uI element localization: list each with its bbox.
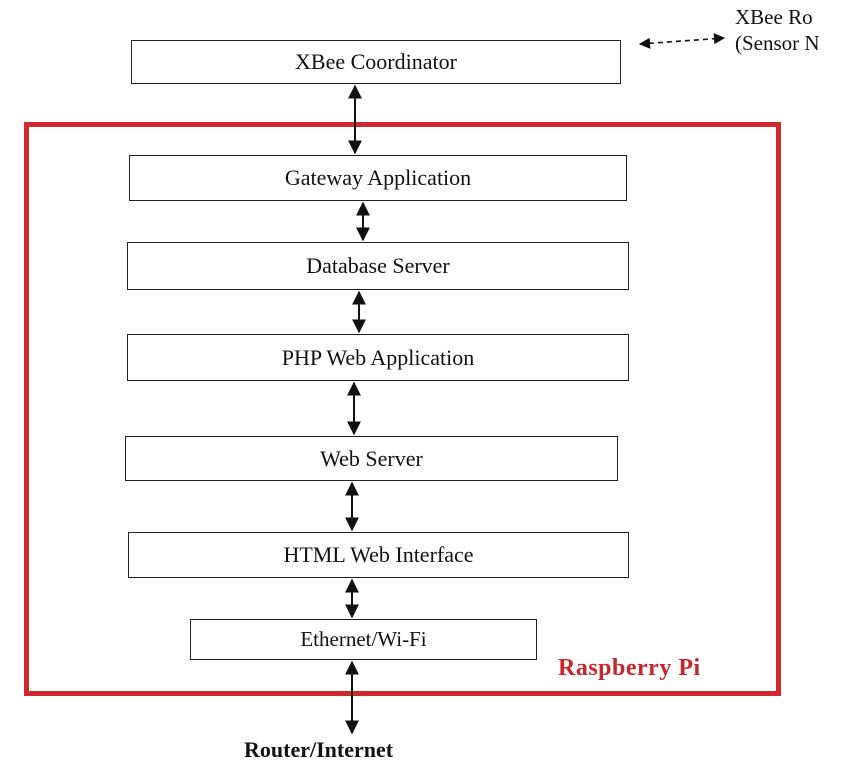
web-server-box: Web Server: [125, 436, 618, 481]
xbee-coordinator-label: XBee Coordinator: [295, 49, 457, 74]
ethernet-wifi-box: Ethernet/Wi-Fi: [190, 619, 537, 660]
raspberry-pi-label: Raspberry Pi: [558, 655, 701, 681]
arrow-coordinator-xbee-router: [638, 33, 726, 49]
xbee-router-label: XBee Ro (Sensor N: [735, 4, 820, 56]
raspberry-pi-frame: [24, 122, 781, 696]
ethernet-wifi-label: Ethernet/Wi-Fi: [300, 627, 427, 651]
xbee-router-line-1: XBee Ro: [735, 5, 813, 29]
html-web-interface-label: HTML Web Interface: [283, 542, 474, 567]
html-web-interface-box: HTML Web Interface: [128, 532, 629, 578]
gateway-application-label: Gateway Application: [284, 165, 472, 190]
database-server-label: Database Server: [306, 253, 450, 278]
database-server-box: Database Server: [127, 242, 629, 290]
router-internet-label: Router/Internet: [244, 737, 394, 762]
web-server-label: Web Server: [320, 445, 423, 471]
xbee-coordinator-box: XBee Coordinator: [131, 40, 621, 84]
php-web-application-label: PHP Web Application: [281, 344, 475, 370]
xbee-router-line-2: (Sensor N: [735, 31, 820, 55]
gateway-application-box: Gateway Application: [129, 155, 627, 201]
php-web-application-box: PHP Web Application: [127, 334, 629, 381]
